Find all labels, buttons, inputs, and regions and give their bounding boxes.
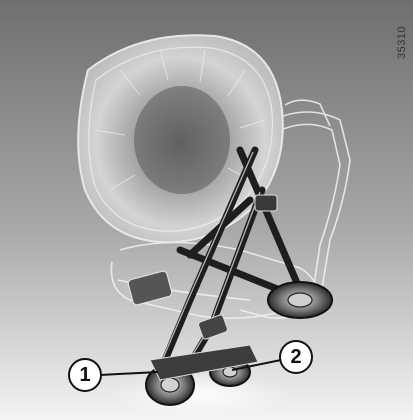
floor-highlight — [110, 373, 290, 417]
wheel-rear-right — [268, 282, 332, 318]
reference-code: 35310 — [394, 14, 410, 70]
callout-2: 2 — [279, 340, 313, 374]
callout-1: 1 — [68, 358, 102, 392]
